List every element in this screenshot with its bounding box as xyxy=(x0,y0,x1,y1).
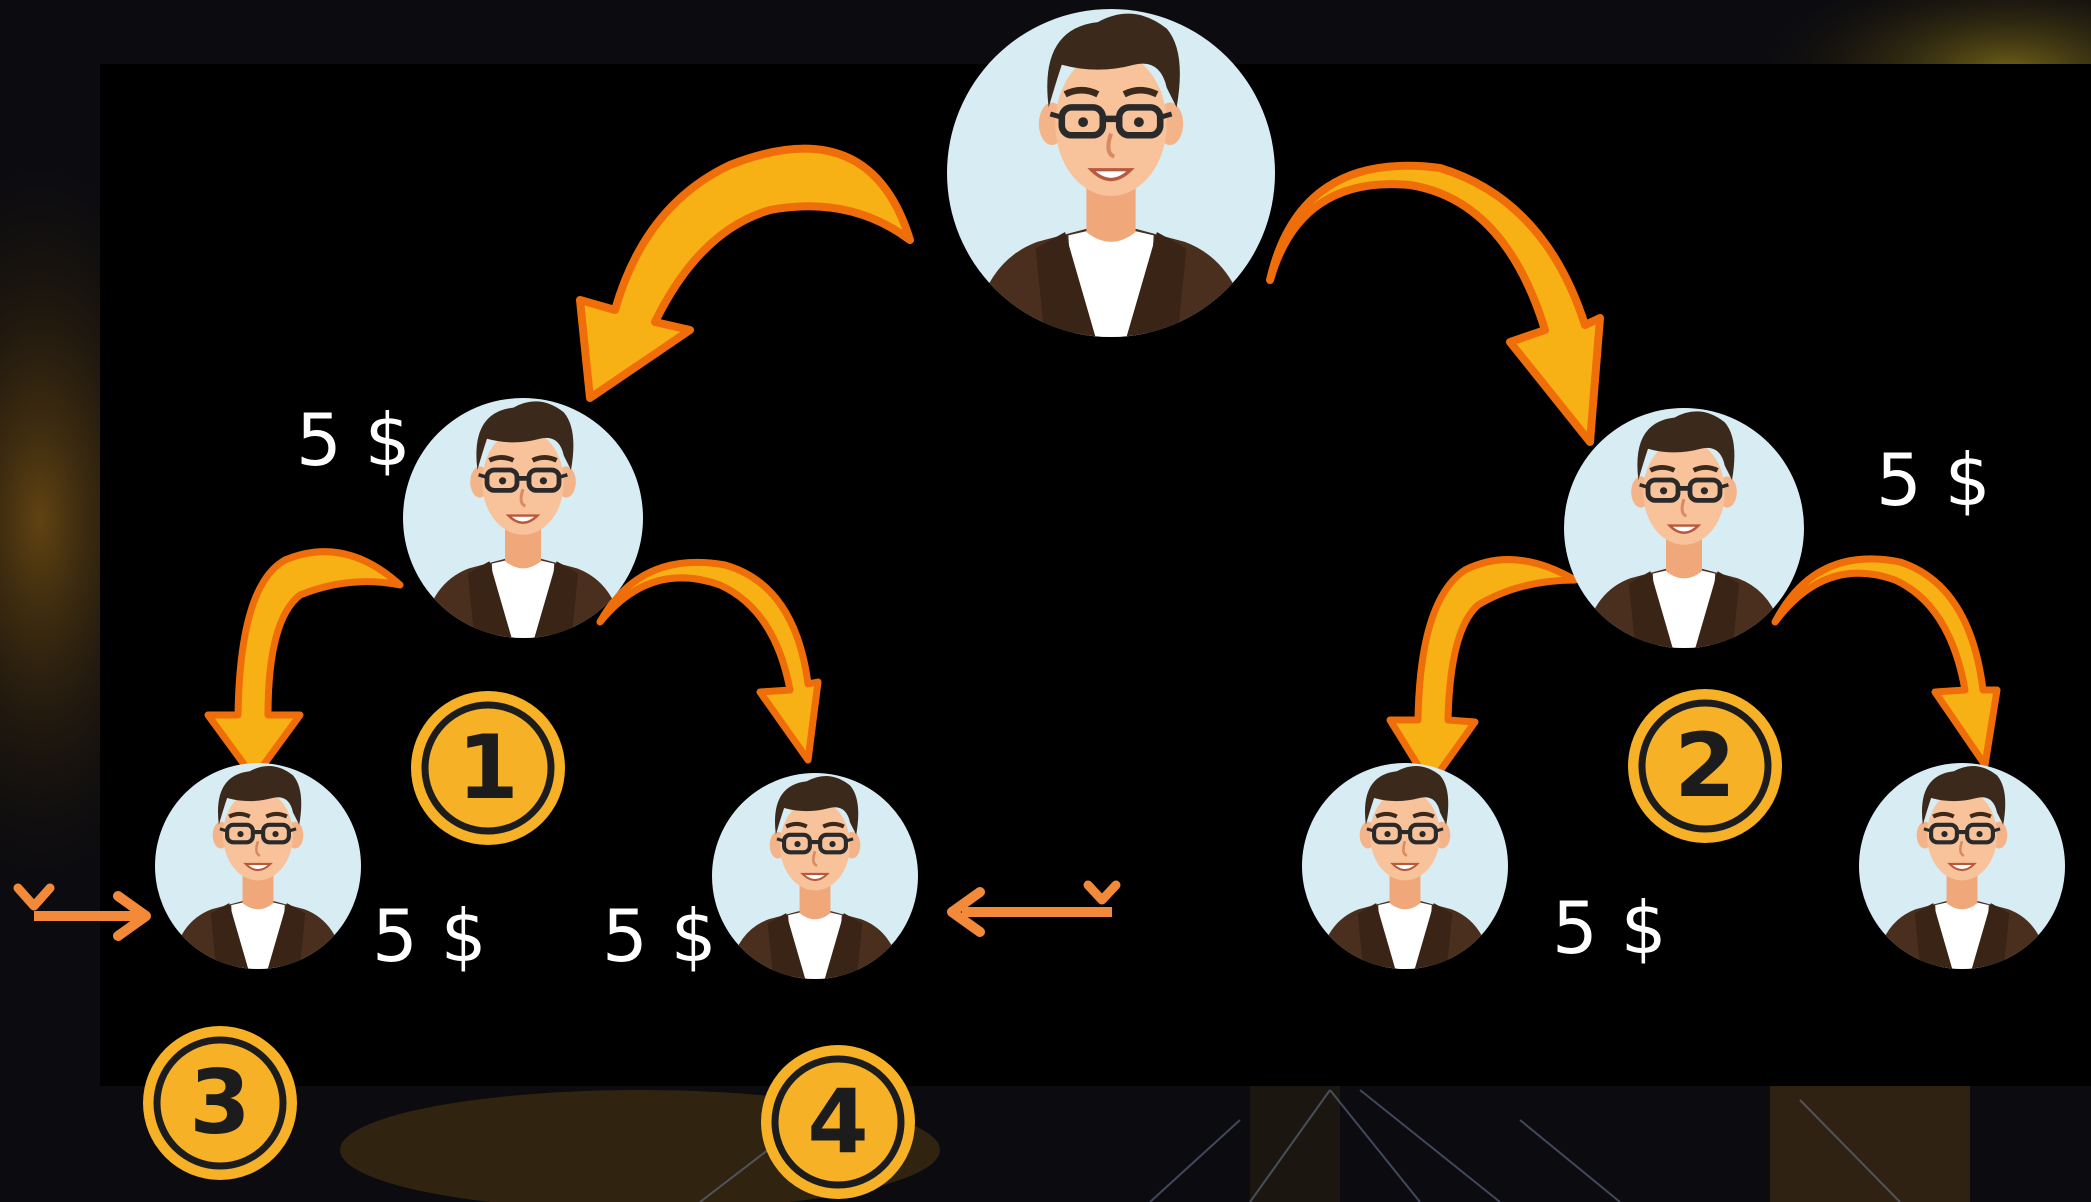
avatar-leaf-3 xyxy=(1302,763,1508,974)
curved-arrow-root-to-left xyxy=(576,144,914,402)
connector-center xyxy=(947,355,1121,937)
connector-left xyxy=(13,122,955,941)
amount-leaf-2: 5 $ xyxy=(602,894,717,978)
svg-text:4: 4 xyxy=(807,1070,868,1173)
svg-text:1: 1 xyxy=(457,716,518,819)
badge-4: 4 xyxy=(761,1045,915,1199)
svg-text:2: 2 xyxy=(1674,714,1735,817)
svg-text:3: 3 xyxy=(189,1051,250,1154)
avatar-root xyxy=(947,9,1275,345)
curved-arrow-right-to-leaf3 xyxy=(1386,556,1579,789)
curved-arrow-right-to-leaf4 xyxy=(1771,555,2001,769)
avatar-leaf-4 xyxy=(1859,763,2065,974)
curved-arrow-root-to-right xyxy=(1266,161,1604,446)
avatar-level1-right xyxy=(1564,408,1804,654)
curved-arrow-left-to-leaf1 xyxy=(204,548,404,782)
badge-1: 1 xyxy=(411,691,565,845)
badge-2: 2 xyxy=(1628,689,1782,843)
badge-3: 3 xyxy=(143,1026,297,1180)
amount-level1-left: 5 $ xyxy=(296,398,411,482)
background-network-lines xyxy=(699,1089,1901,1202)
amount-level1-right: 5 $ xyxy=(1876,438,1991,522)
amount-leaf-3: 5 $ xyxy=(1552,886,1667,970)
curved-arrow-left-to-leaf2 xyxy=(596,558,822,764)
amount-leaf-1: 5 $ xyxy=(372,894,487,978)
avatar-leaf-2 xyxy=(712,773,918,984)
avatar-leaf-1 xyxy=(155,763,361,974)
